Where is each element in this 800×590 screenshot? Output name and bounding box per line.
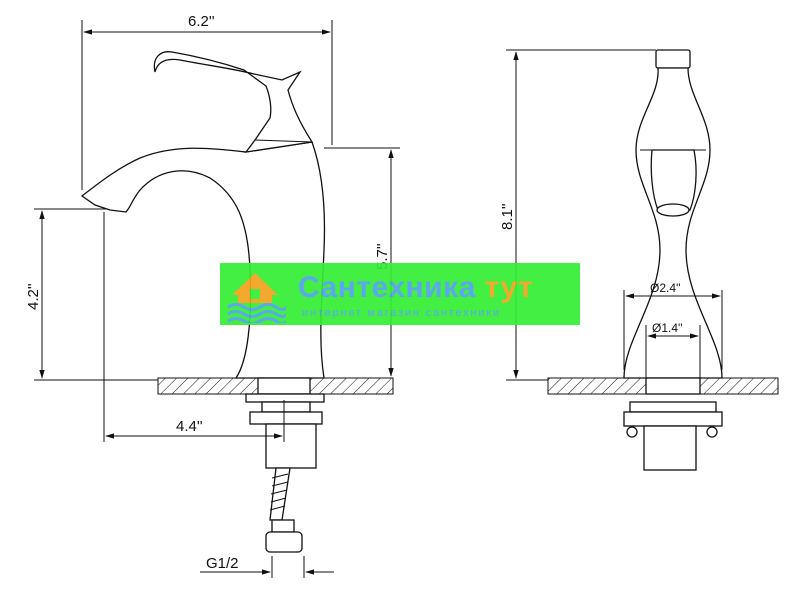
faucet-body-front xyxy=(623,67,723,379)
dim-reach: 4.4'' xyxy=(176,418,203,435)
mount-shank-side xyxy=(261,401,311,413)
watermark-title-main: Сантехника xyxy=(298,271,476,304)
hose-nut xyxy=(271,519,295,533)
watermark-title-accent: тут xyxy=(484,271,534,304)
dim-thread: G1/2 xyxy=(206,555,239,572)
dim-width-total: 6.2'' xyxy=(188,13,215,30)
dim-diameter-base: Ø2.4'' xyxy=(650,281,681,295)
watermark-subtitle: интернет магазин сантехники xyxy=(302,307,501,319)
dim-height-spout: 4.2'' xyxy=(25,283,42,310)
handle-side xyxy=(153,51,314,153)
faucet-body-side xyxy=(80,141,326,379)
mount-tube-side xyxy=(265,423,317,469)
hose-fitting xyxy=(265,531,303,553)
front-view: 8.1'' Ø2.4'' Ø1.4'' xyxy=(499,49,779,471)
mount-clamp-side xyxy=(249,411,323,425)
mount-washer-side xyxy=(245,393,325,403)
dim-height-total: 8.1'' xyxy=(499,203,516,230)
house-waves-icon xyxy=(227,273,286,323)
aerator-front xyxy=(650,149,697,211)
watermark-banner: Сантехника тут интернет магазин сантехни… xyxy=(220,263,580,325)
mount-tube-front xyxy=(643,425,697,471)
handle-cap-front xyxy=(655,49,691,69)
dim-diameter-hole: Ø1.4'' xyxy=(652,321,683,335)
mount-nut-side xyxy=(257,377,311,395)
watermark-title: Сантехника тут xyxy=(298,271,533,305)
aerator-outlet xyxy=(656,203,690,217)
